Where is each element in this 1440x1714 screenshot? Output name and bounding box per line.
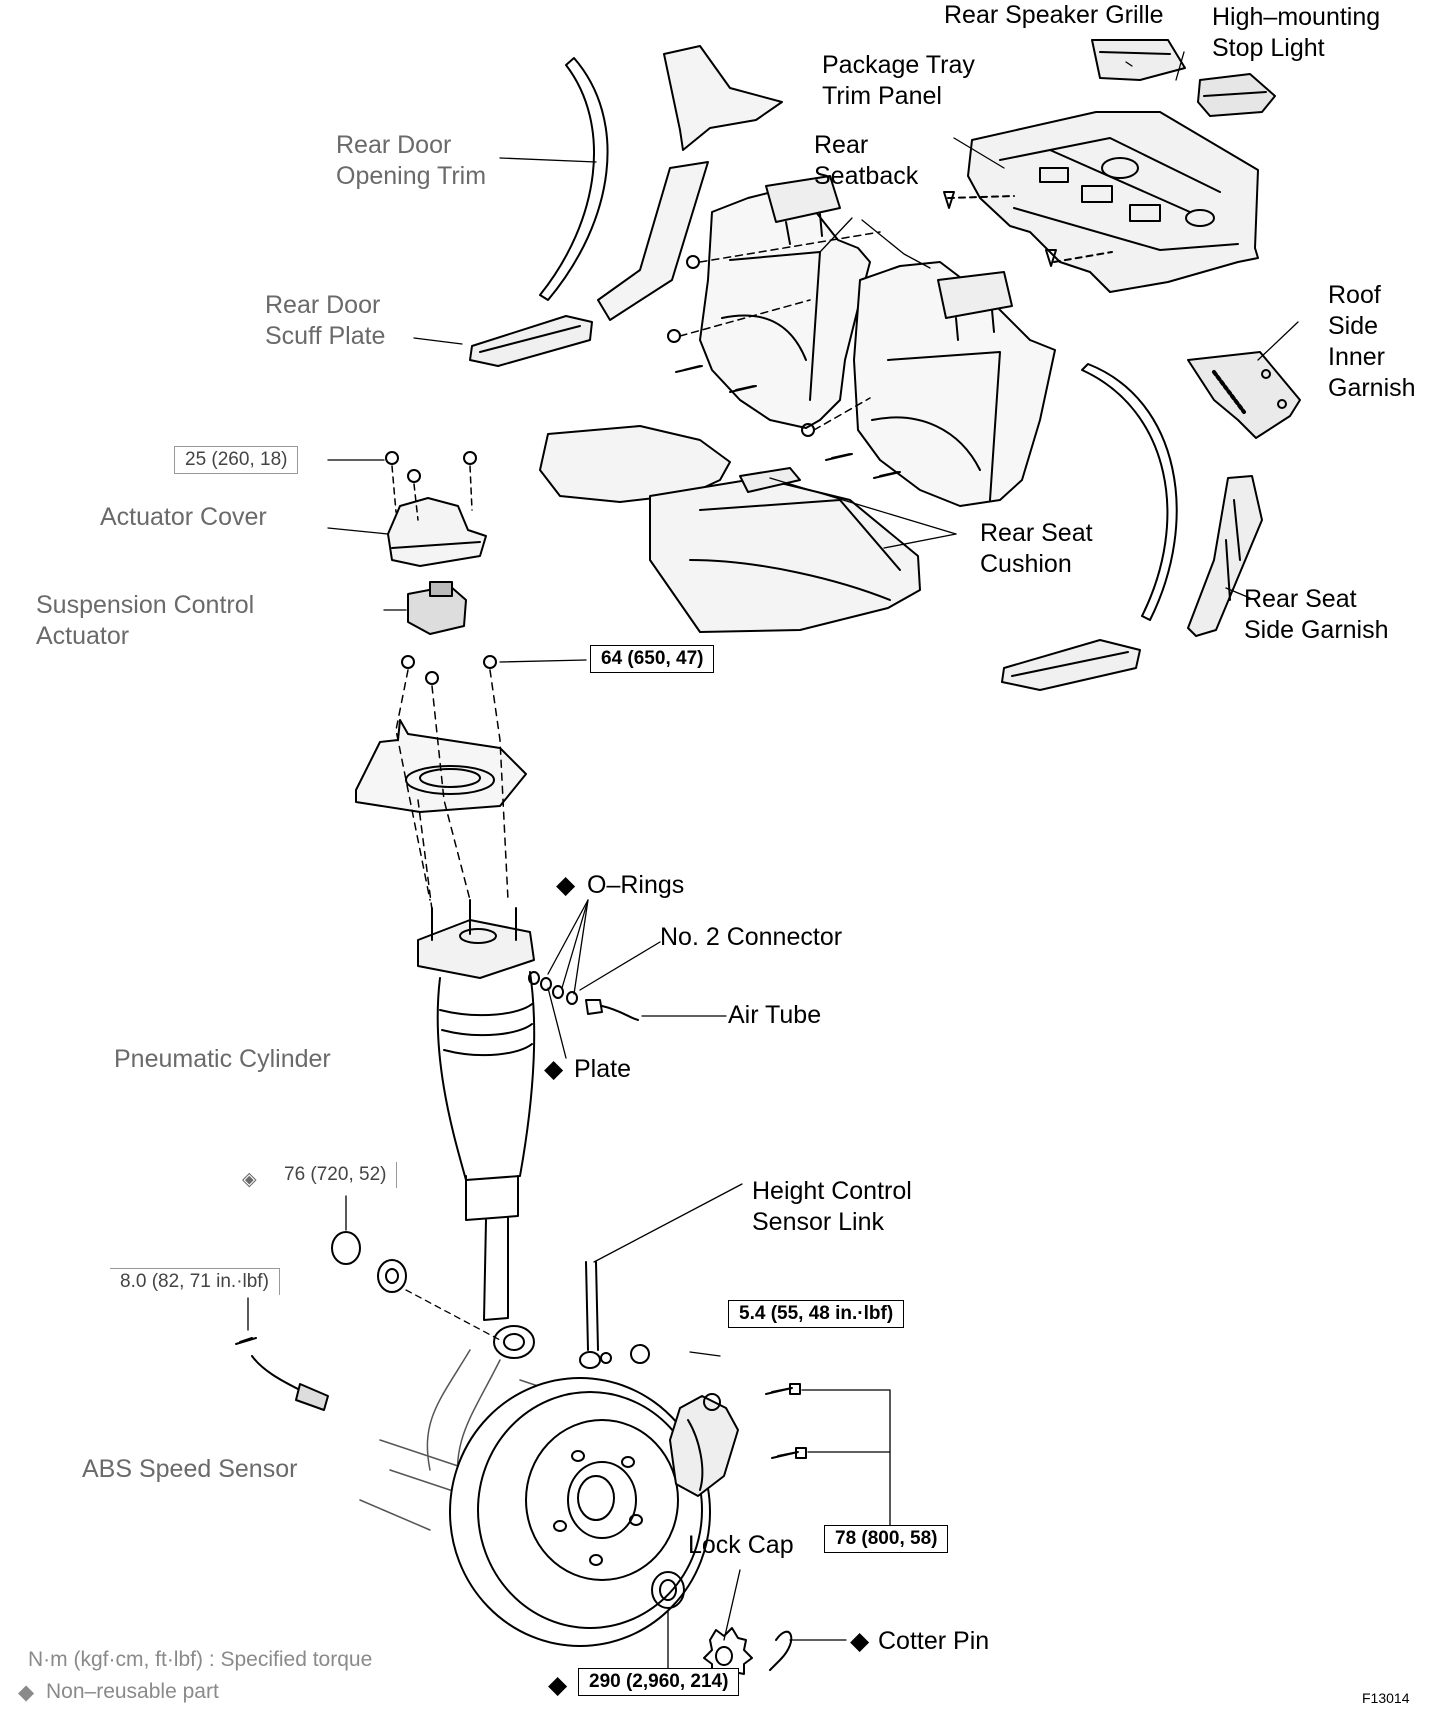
stop-light-shape (1197, 73, 1276, 117)
label-rear-seat-side-line2: Side Garnish (1244, 616, 1389, 644)
label-no2-connector: No. 2 Connector (660, 923, 843, 951)
label-rear-door-opening-line2: Opening Trim (336, 162, 487, 190)
torque-76: 76 (720, 52) (274, 1162, 398, 1188)
label-suspension-actuator-line2: Actuator (36, 622, 130, 650)
label-roof-side-line4: Garnish (1328, 374, 1416, 402)
figure-id: F13014 (1362, 1690, 1410, 1706)
label-abs-speed-sensor: ABS Speed Sensor (82, 1455, 298, 1483)
rear-door-scuff-plate-shape (469, 315, 593, 367)
brake-caliper-shape (669, 1393, 739, 1497)
torque-290: 290 (2,960, 214) (578, 1668, 740, 1696)
actuator-nuts (385, 451, 497, 685)
label-leaders (327, 51, 1299, 1357)
label-o-rings: O–Rings (587, 871, 685, 899)
label-rear-door-opening-line1: Rear Door (336, 131, 452, 159)
legend-specified-torque: N·m (kgf·cm, ft·lbf) : Specified torque (28, 1648, 373, 1671)
label-roof-side-line3: Inner (1328, 343, 1385, 371)
torque-76-marker: ◈ (242, 1169, 257, 1190)
seatback-left-shape (699, 175, 871, 429)
label-package-tray-line1: Package Tray (822, 51, 975, 79)
label-roof-side-line2: Side (1328, 312, 1379, 340)
tray-clips (947, 195, 1113, 263)
brake-disc-shape (449, 1377, 711, 1647)
torque-5-4: 5.4 (55, 48 in.·lbf) (728, 1300, 905, 1328)
o-ring-parts (528, 971, 639, 1021)
abs-sensor-shape (235, 1231, 407, 1411)
label-rear-seat-cushion-line1: Rear Seat (980, 519, 1093, 547)
torque-290-marker: ◆ (548, 1671, 568, 1699)
caliper-bracket-lines (801, 1389, 891, 1541)
roof-side-inner-garnish-shape (1187, 351, 1301, 439)
label-cotter-pin: Cotter Pin (878, 1627, 990, 1655)
caliper-bolts (765, 1383, 807, 1459)
rear-seat-cushion-shape (539, 425, 921, 633)
package-tray-shape (967, 111, 1259, 293)
rear-speaker-grille-shape (1091, 39, 1186, 81)
legend-non-reusable-marker: ◆ (18, 1681, 35, 1704)
torque-78: 78 (800, 58) (824, 1525, 949, 1553)
label-package-tray-line2: Trim Panel (822, 82, 942, 110)
small-parts-leaders (247, 1195, 501, 1341)
pneumatic-cylinder-shape (417, 899, 536, 1359)
label-plate: Plate (574, 1055, 631, 1083)
tray-clip-parts (943, 191, 1057, 267)
seatback-fasteners (667, 255, 901, 479)
label-pneumatic-cylinder: Pneumatic Cylinder (114, 1045, 331, 1073)
label-rear-door-scuff-line1: Rear Door (265, 291, 381, 319)
label-suspension-actuator-line1: Suspension Control (36, 591, 255, 619)
rear-door-opening-trim-shape (539, 57, 609, 301)
actuator-cover-shape (387, 497, 487, 567)
label-height-control-line1: Height Control (752, 1177, 912, 1205)
label-height-control-line2: Sensor Link (752, 1208, 885, 1236)
label-rear-seat-side-line1: Rear Seat (1244, 585, 1357, 613)
label-actuator-cover: Actuator Cover (100, 503, 267, 531)
right-opening-trim-shape (1081, 363, 1178, 621)
o-ring-leaders (547, 899, 727, 1059)
right-scuff-plate-shape (1001, 639, 1141, 691)
seatback-right-shape (853, 261, 1056, 507)
label-roof-side-line1: Roof (1328, 281, 1381, 309)
torque-8: 8.0 (82, 71 in.·lbf) (110, 1268, 280, 1295)
label-rear-speaker-grille: Rear Speaker Grille (944, 1, 1164, 29)
label-high-mounting-line2: Stop Light (1212, 34, 1325, 62)
torque-25: 25 (260, 18) (174, 446, 299, 474)
label-rear-seatback-line2: Seatback (814, 162, 919, 190)
legend-non-reusable: Non–reusable part (46, 1680, 219, 1703)
label-rear-seat-cushion-line2: Cushion (980, 550, 1072, 578)
label-lock-cap: Lock Cap (688, 1531, 794, 1559)
cotter-pin-marker: ◆ (850, 1627, 870, 1655)
strut-dashes (395, 669, 509, 911)
seatback-dashes (679, 231, 881, 431)
torque-64: 64 (650, 47) (590, 645, 715, 673)
height-control-link-shape (579, 1183, 743, 1369)
o-rings-marker: ◆ (556, 871, 576, 899)
label-air-tube: Air Tube (728, 1001, 822, 1029)
label-rear-door-scuff-line2: Scuff Plate (265, 322, 386, 350)
c-pillar-trim-shape (597, 45, 783, 321)
actuator-dashes (391, 465, 473, 521)
label-high-mounting-line1: High–mounting (1212, 3, 1381, 31)
suspension-actuator-shape (407, 581, 467, 635)
label-rear-seatback-line1: Rear (814, 131, 869, 159)
plate-marker: ◆ (544, 1055, 564, 1083)
hub-nut-parts (651, 1571, 793, 1681)
